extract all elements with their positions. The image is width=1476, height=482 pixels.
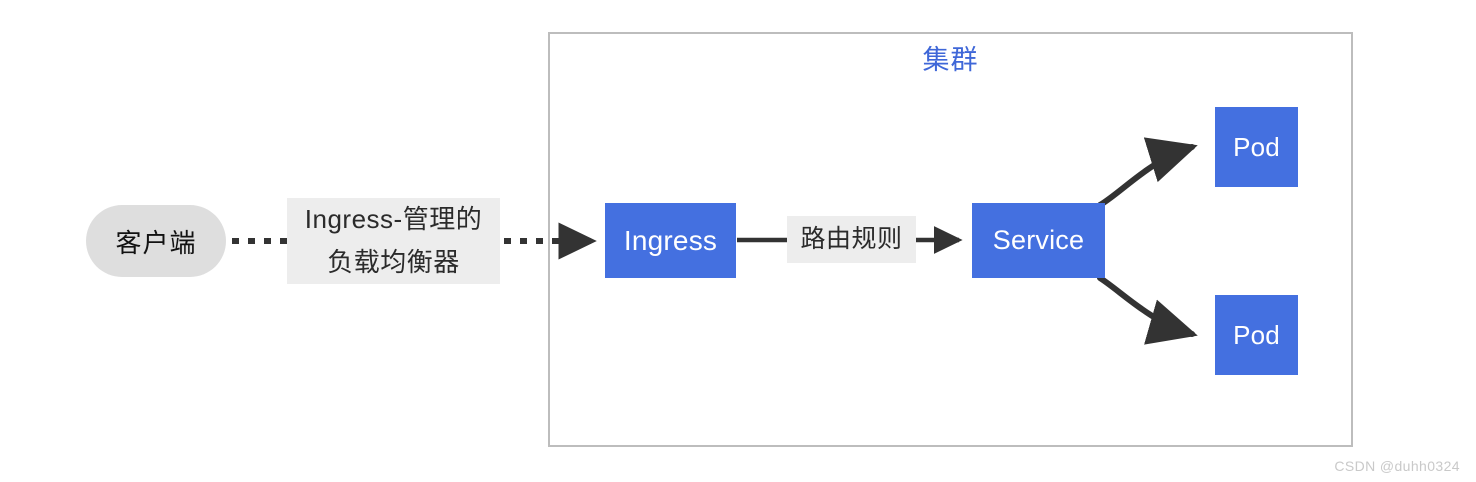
pod-node-bottom[interactable]: Pod (1215, 295, 1298, 375)
client-node[interactable]: 客户端 (86, 205, 226, 277)
service-node[interactable]: Service (972, 203, 1105, 278)
routing-rule-label: 路由规则 (787, 216, 916, 263)
cluster-title: 集群 (922, 45, 979, 75)
ingress-node[interactable]: Ingress (605, 203, 736, 278)
watermark: CSDN @duhh0324 (1334, 458, 1460, 474)
load-balancer-label: Ingress-管理的 负载均衡器 (287, 198, 500, 284)
pod-node-top[interactable]: Pod (1215, 107, 1298, 187)
